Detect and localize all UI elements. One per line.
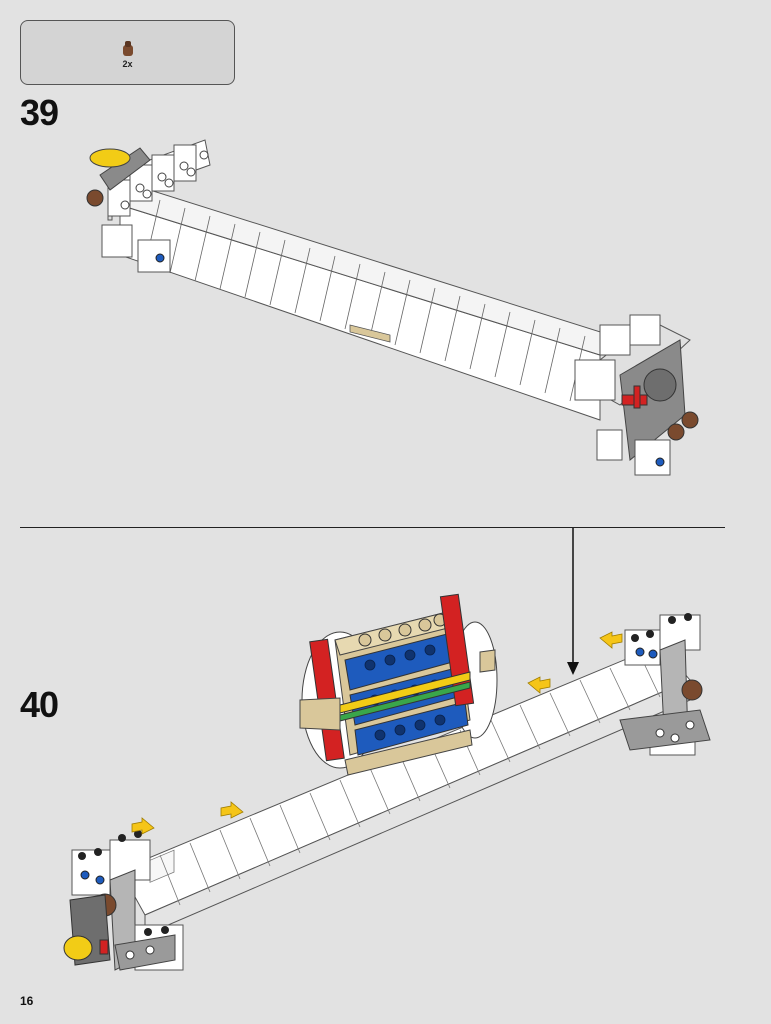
step-39-model	[86, 139, 699, 476]
brown-round-pin-icon	[123, 41, 133, 56]
arrow-left-icon	[131, 817, 155, 835]
parts-callout: 2x	[20, 20, 235, 85]
step-number-39: 39	[20, 92, 59, 133]
page-number: 16	[20, 994, 34, 1008]
part-quantity: 2x	[122, 59, 133, 69]
step-divider	[20, 527, 725, 528]
arrow-right-icon	[527, 676, 551, 694]
step-number-40: 40	[20, 684, 59, 725]
step-40-model	[63, 528, 711, 971]
arrow-right-icon	[599, 631, 623, 649]
pointer-arrowhead-icon	[567, 662, 579, 675]
arrow-left-icon	[220, 801, 244, 819]
